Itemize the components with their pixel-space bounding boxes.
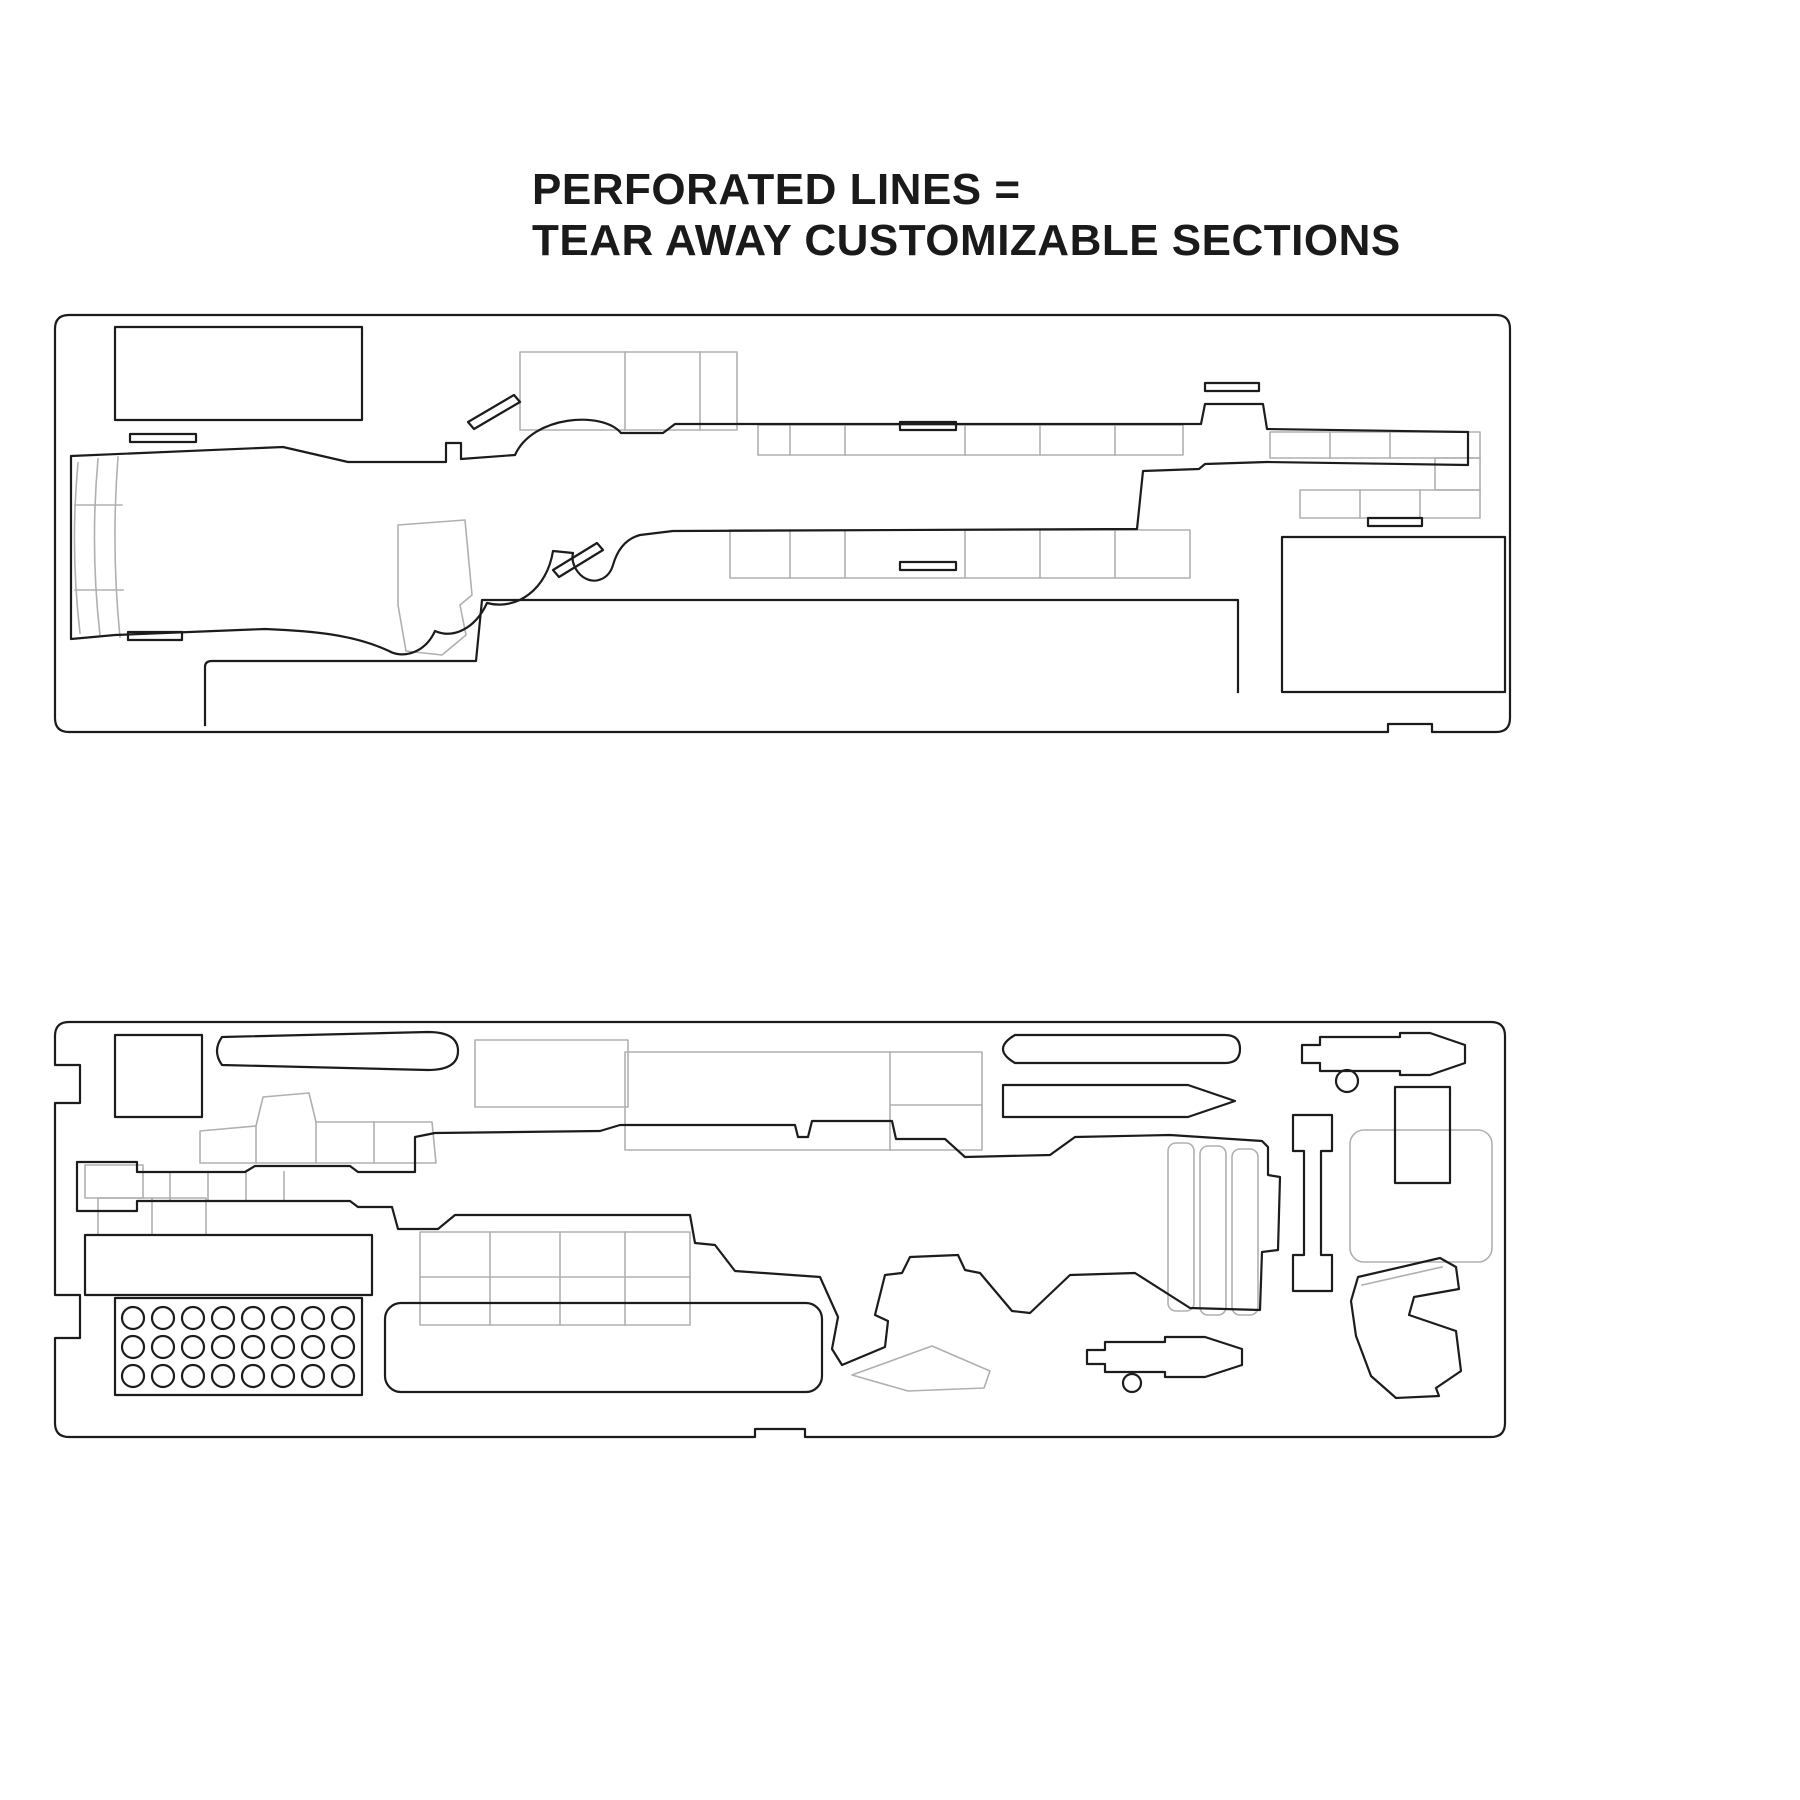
cleaning-rod-cutout — [215, 1030, 460, 1072]
perforated-section — [1199, 1145, 1227, 1316]
slit-cutout — [1366, 516, 1424, 528]
page-title: PERFORATED LINES = TEAR AWAY CUSTOMIZABL… — [532, 164, 1401, 266]
perforated-section — [1269, 431, 1481, 459]
dot-cutout — [270, 1305, 296, 1331]
dot-cutout — [120, 1363, 146, 1389]
pistol-cutout — [1349, 1256, 1463, 1400]
tool-strip-cutout — [1001, 1033, 1242, 1065]
dot-cutout — [180, 1305, 206, 1331]
perforated-section — [1167, 1142, 1195, 1312]
bottom-foam-panel — [53, 1020, 1507, 1439]
perforated-section — [729, 529, 1191, 579]
slit-cutout — [1203, 381, 1261, 393]
perforated-section — [84, 1164, 144, 1199]
accessory-pocket-cutout — [83, 1233, 374, 1297]
dot-cutout — [270, 1363, 296, 1389]
tool-hole-cutout — [1334, 1068, 1360, 1094]
dot-cutout — [120, 1305, 146, 1331]
rifle-cutout — [75, 1119, 1282, 1367]
dot-cutout — [330, 1305, 356, 1331]
perforated-section — [397, 519, 473, 656]
bottom-channel-cutout — [203, 598, 1240, 727]
dot-cutout — [180, 1363, 206, 1389]
perforated-section — [1349, 1129, 1493, 1263]
dot-cutout — [150, 1363, 176, 1389]
dot-cutout — [180, 1334, 206, 1360]
foam-panel-outline — [53, 313, 1512, 734]
rifle-cutout — [69, 402, 1470, 656]
angled-slit-cutout — [551, 541, 605, 579]
perforated-section — [114, 456, 121, 638]
perforated-section — [1299, 489, 1481, 519]
perforated-dividers — [624, 351, 701, 431]
title-line-2: TEAR AWAY CUSTOMIZABLE SECTIONS — [532, 216, 1401, 266]
perforated-section — [199, 1092, 437, 1164]
dot-grid-cutouts — [120, 1305, 356, 1389]
dot-cutout — [240, 1363, 266, 1389]
tool-cutout — [1085, 1335, 1244, 1379]
dot-cutout — [210, 1363, 236, 1389]
ibeam-tool-cutout — [1291, 1113, 1334, 1293]
dot-cutout — [300, 1363, 326, 1389]
dot-cutout — [330, 1363, 356, 1389]
slit-cutout — [128, 432, 198, 444]
perforated-dividers — [255, 1121, 375, 1164]
top-panel-perforated-sections — [73, 351, 1481, 656]
dot-cutout — [120, 1334, 146, 1360]
perforated-dividers — [151, 1171, 285, 1236]
perforated-section — [624, 1051, 983, 1151]
perforated-section — [757, 424, 1184, 456]
dot-cutout — [240, 1334, 266, 1360]
perforated-section — [419, 1231, 691, 1326]
perforated-dividers — [1329, 431, 1391, 459]
perforated-dividers — [789, 529, 1116, 579]
tool-hole-cutout — [1121, 1372, 1143, 1394]
perforated-dividers — [889, 1051, 983, 1151]
perforated-section — [1231, 1148, 1259, 1316]
bottom-panel-perforated-sections — [84, 1039, 1493, 1392]
dot-cutout — [300, 1334, 326, 1360]
slit-cutout — [898, 420, 958, 432]
tool-strip-cutout — [1001, 1083, 1237, 1119]
perforated-section — [1434, 457, 1481, 491]
top-foam-panel — [53, 313, 1512, 734]
perforated-dividers — [74, 504, 124, 591]
dot-cutout — [270, 1334, 296, 1360]
dot-grid-border — [113, 1296, 364, 1397]
slit-cutout — [898, 560, 958, 572]
dot-cutout — [210, 1334, 236, 1360]
perforated-dividers — [1359, 489, 1421, 519]
perforated-section — [519, 351, 738, 431]
bottom-panel-cut-lines — [53, 1020, 1507, 1439]
edge-pocket-cutout — [1393, 1085, 1452, 1185]
small-pocket-cutout — [113, 1033, 204, 1119]
perforated-section — [851, 1345, 991, 1392]
large-pocket-cutout — [1280, 535, 1507, 694]
dot-cutout — [150, 1305, 176, 1331]
foam-panel-outline — [53, 1020, 1507, 1439]
angled-slit-cutout — [466, 393, 522, 431]
perforated-dividers — [1361, 1266, 1443, 1286]
dot-cutout — [300, 1305, 326, 1331]
dot-cutout — [150, 1334, 176, 1360]
perforated-section — [93, 458, 101, 636]
perforated-section — [474, 1039, 629, 1108]
long-pocket-cutout — [383, 1301, 824, 1394]
wrench-tool-cutout — [1300, 1031, 1467, 1077]
perforated-dividers — [419, 1231, 691, 1326]
accessory-pocket-cutout — [113, 325, 364, 422]
title-line-1: PERFORATED LINES = — [532, 165, 1021, 214]
top-panel-cut-lines — [53, 313, 1512, 734]
perforated-section — [73, 462, 81, 634]
perforated-dividers — [789, 424, 1116, 456]
dot-cutout — [240, 1305, 266, 1331]
dot-cutout — [330, 1334, 356, 1360]
dot-cutout — [210, 1305, 236, 1331]
slit-cutout — [126, 630, 184, 642]
